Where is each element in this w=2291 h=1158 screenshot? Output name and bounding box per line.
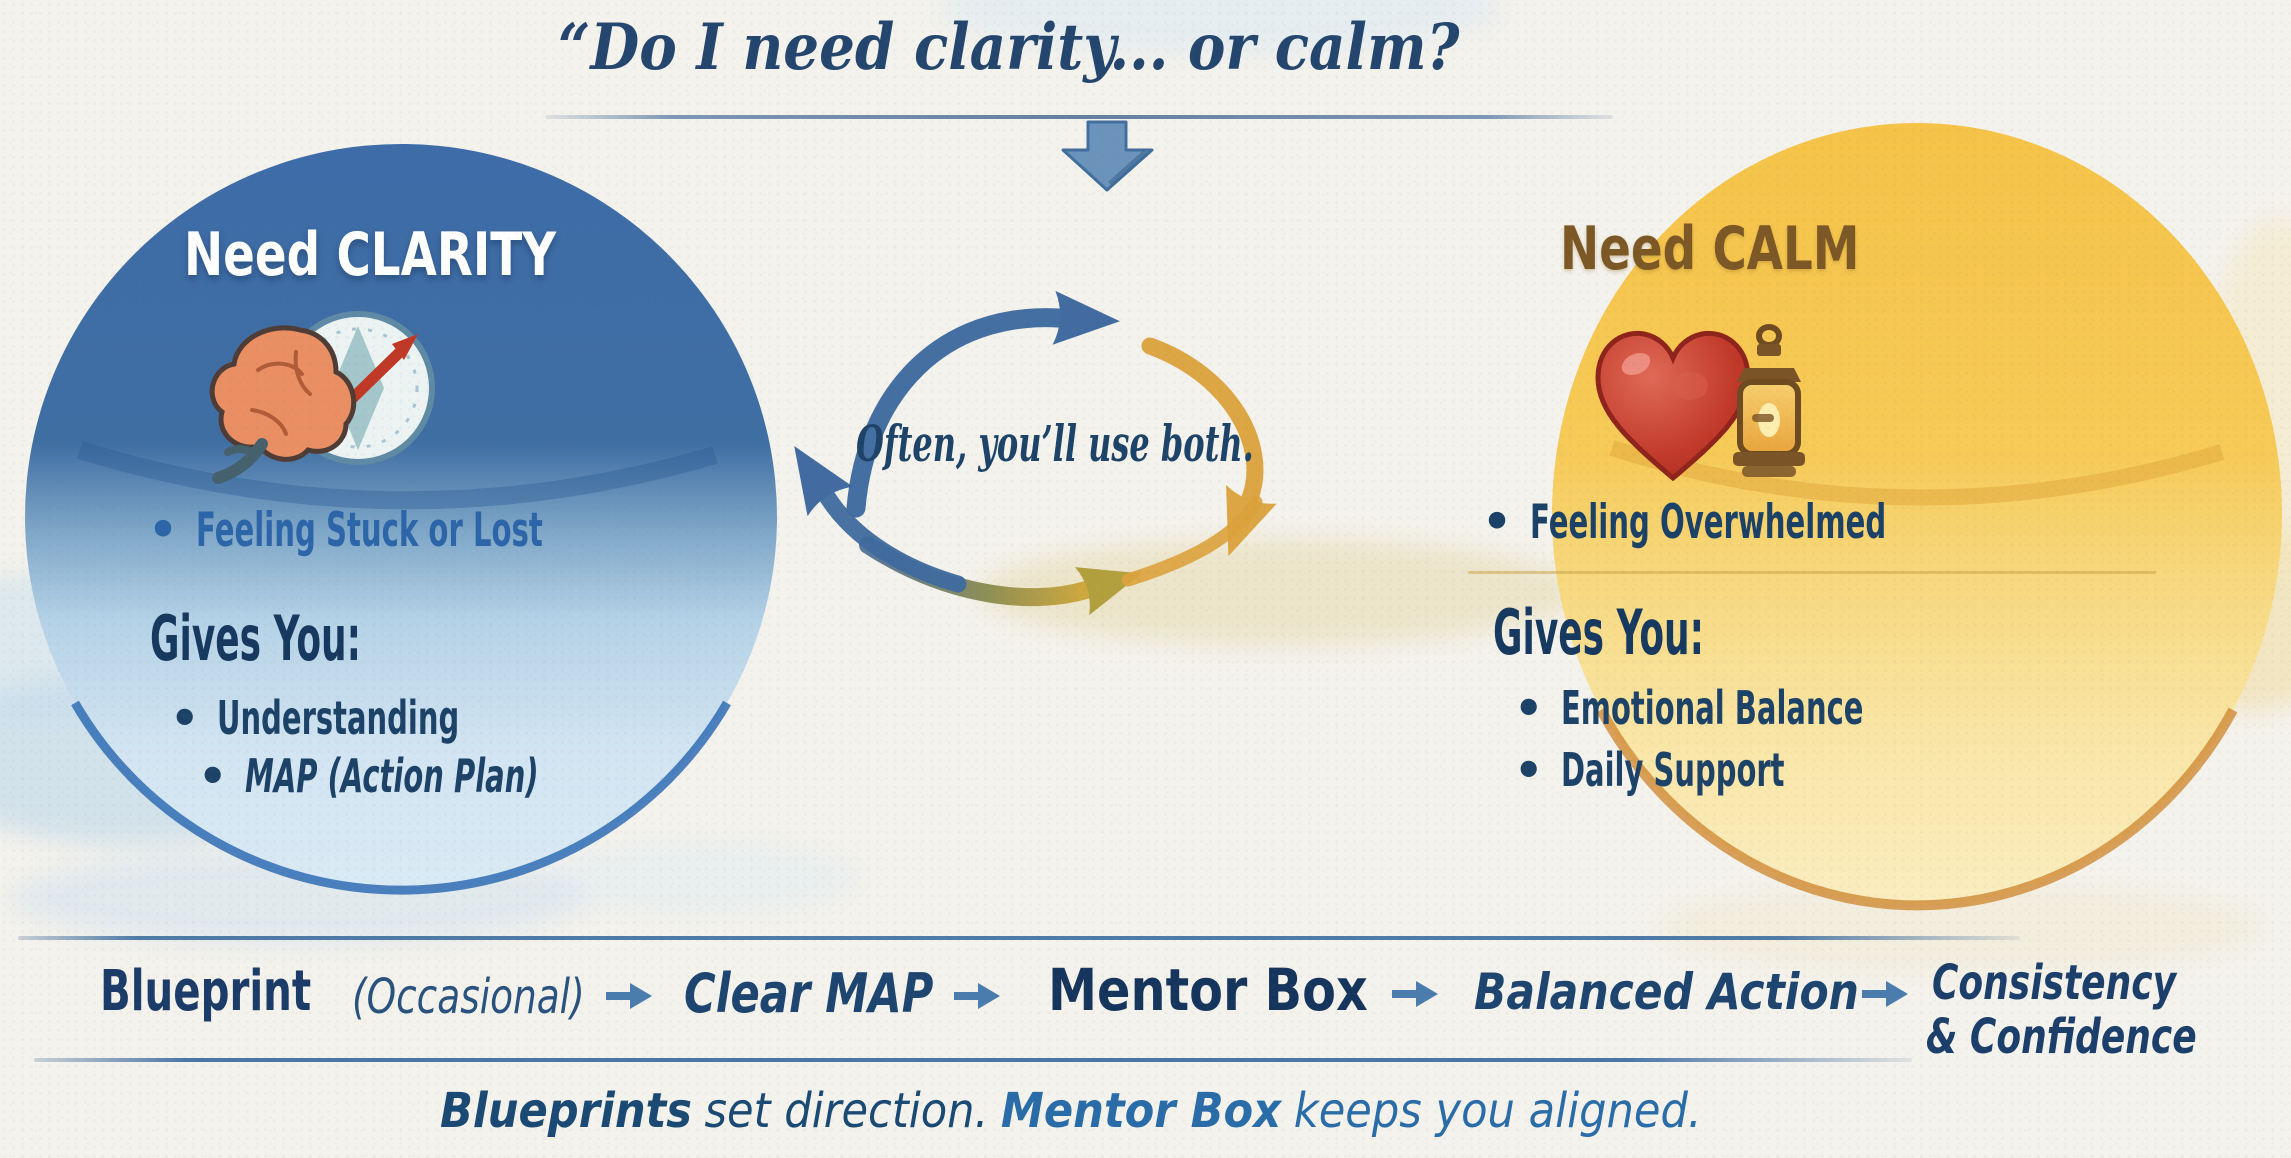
lantern-icon: [1733, 324, 1805, 477]
footer-keeps-aligned: keeps you aligned.: [1293, 1083, 1702, 1139]
footer-set-direction: set direction.: [704, 1083, 989, 1139]
calm-divider: [1468, 571, 2156, 574]
flow-arrow-icon: [1392, 981, 1438, 1007]
flow-step-balanced-action: Balanced Action: [1474, 963, 1859, 1021]
calm-trigger-label: Feeling Overwhelmed: [1530, 495, 1887, 550]
down-arrow-icon: [1061, 120, 1154, 192]
clarity-trigger-item: • Feeling Stuck or Lost: [148, 503, 755, 558]
calm-gives-label: Emotional Balance: [1561, 681, 1864, 735]
calm-gives-heading: Gives You:: [1493, 596, 1705, 669]
flow-step-consistency-line1: Consistency: [1932, 955, 2177, 1011]
flow-step-blueprint-qualifier: (Occasional): [352, 969, 585, 1025]
cycle-arrow-bottom-right: [1121, 495, 1263, 587]
flow-arrow-icon: [954, 983, 1000, 1009]
calm-gives-item: • Daily Support: [1514, 743, 1916, 797]
flow-step-consistency-line2: & Confidence: [1926, 1009, 2197, 1065]
flow-step-clear-map: Clear MAP: [684, 962, 934, 1025]
flow-step-blueprint: Blueprint: [100, 959, 312, 1024]
calm-gives-item: • Emotional Balance: [1514, 681, 2041, 735]
bullet-icon: •: [148, 503, 179, 558]
clarity-gives-heading: Gives You:: [150, 602, 362, 675]
clarity-trigger-label: Feeling Stuck or Lost: [196, 503, 543, 558]
calm-heading: Need CALM: [1560, 214, 1860, 284]
bullet-icon: •: [198, 749, 228, 803]
clarity-gives-item: • Understanding: [170, 691, 602, 745]
cycle-arrows: [794, 290, 1277, 616]
flow-step-mentor-box: Mentor Box: [1048, 956, 1368, 1024]
clarity-heading: Need CLARITY: [184, 220, 557, 290]
flow-arrow-icon: [1862, 981, 1908, 1007]
flow-arrow-icon: [606, 983, 652, 1009]
footer-mentor-box: Mentor Box: [1000, 1083, 1282, 1139]
clarity-gives-label: Understanding: [217, 691, 460, 745]
clarity-gives-item: • MAP (Action Plan): [198, 749, 711, 803]
clarity-divider: [130, 578, 686, 581]
page-title: “Do I need clarity... or calm?: [558, 10, 1460, 85]
clarity-gives-label: MAP (Action Plan): [245, 749, 539, 803]
cycle-arrow-right: [1141, 337, 1277, 557]
calm-circle-shape: [1552, 123, 2282, 911]
bullet-icon: •: [1514, 743, 1544, 797]
calm-trigger-item: • Feeling Overwhelmed: [1482, 495, 2105, 550]
cycle-arrow-left: [794, 446, 967, 593]
title-underline: [545, 115, 1613, 119]
cycle-arrow-top: [846, 290, 1120, 518]
bullet-icon: •: [1514, 681, 1544, 735]
flow-top-rule: [18, 936, 2020, 940]
calm-gives-label: Daily Support: [1561, 743, 1785, 797]
flow-bottom-rule: [34, 1058, 1912, 1062]
brain-compass-icon: [209, 311, 435, 484]
cycle-caption: Often, you’ll use both.: [856, 414, 1254, 473]
bullet-icon: •: [170, 691, 200, 745]
clarity-circle-shape: [25, 144, 777, 895]
footer-blueprints: Blueprints: [440, 1083, 692, 1139]
bullet-icon: •: [1482, 495, 1513, 550]
